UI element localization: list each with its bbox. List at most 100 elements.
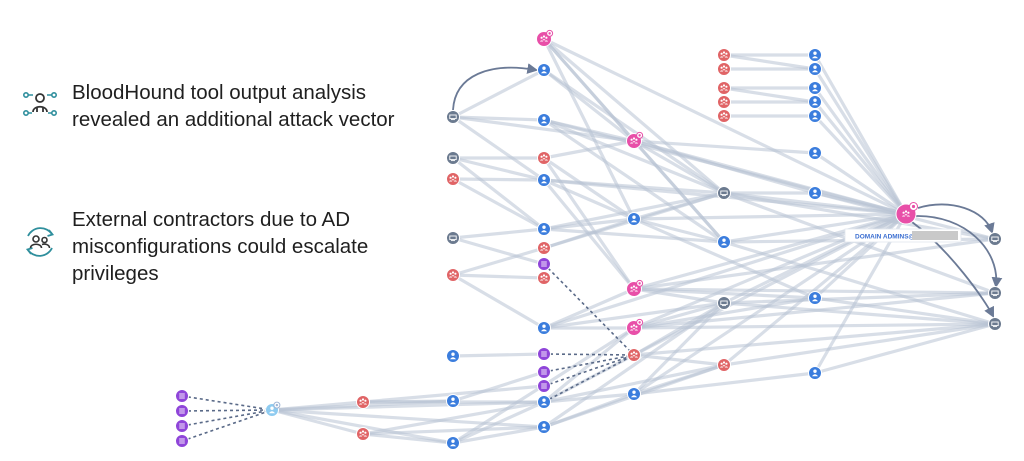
user-node[interactable] [537, 173, 551, 187]
graph-edge [722, 86, 817, 104]
graph-dashed-edge [181, 395, 273, 411]
group-node[interactable] [717, 95, 731, 109]
graph-edge [632, 139, 726, 195]
ou-node[interactable] [175, 434, 189, 448]
bullet-text: External contractors due to AD misconfig… [72, 208, 369, 285]
graph-nodes [175, 29, 1002, 450]
user-node[interactable] [717, 235, 731, 249]
computer-node[interactable] [446, 110, 460, 124]
graph-edge [361, 425, 546, 436]
user-node[interactable] [808, 186, 822, 200]
user-node[interactable] [627, 387, 641, 401]
bullet-text: BloodHound tool output analysis revealed… [72, 81, 395, 131]
user-node[interactable] [808, 366, 822, 380]
admin-group-node[interactable] [626, 318, 644, 336]
group-node[interactable] [717, 109, 731, 123]
graph-edge [361, 400, 546, 436]
graph-edge [632, 371, 817, 396]
user-node[interactable] [808, 109, 822, 123]
graph-edge [813, 322, 997, 375]
user-node[interactable] [537, 113, 551, 127]
user-node[interactable] [537, 222, 551, 236]
group-node[interactable] [717, 358, 731, 372]
graph-edge [451, 177, 546, 182]
admin-group-node[interactable] [536, 29, 554, 47]
user-node[interactable] [537, 321, 551, 335]
graph-edge [451, 246, 546, 277]
group-node[interactable] [356, 427, 370, 441]
graph-edge [542, 118, 726, 244]
user-node[interactable] [808, 146, 822, 160]
graph-edge [632, 322, 997, 357]
user-node[interactable] [627, 212, 641, 226]
user-node[interactable] [537, 63, 551, 77]
computer-node[interactable] [988, 317, 1002, 331]
ou-node[interactable] [175, 389, 189, 403]
graph-edge [451, 156, 546, 182]
graph-edge [722, 191, 997, 295]
group-node[interactable] [537, 241, 551, 255]
group-node[interactable] [717, 62, 731, 76]
graph-edge [451, 425, 546, 445]
graph-dashed-edge [543, 354, 635, 387]
group-node[interactable] [717, 48, 731, 62]
graph-edge [542, 37, 908, 216]
graph-edge [451, 352, 546, 358]
ou-node[interactable] [175, 404, 189, 418]
group-node[interactable] [627, 348, 641, 362]
admin-group-node[interactable] [626, 279, 644, 297]
user-node[interactable] [537, 420, 551, 434]
ou-node[interactable] [537, 257, 551, 271]
admin-group-node[interactable] [626, 131, 644, 149]
graph-arrow [915, 215, 1003, 289]
group-node[interactable] [537, 271, 551, 285]
graph-edge [542, 68, 726, 195]
graph-edge [632, 212, 908, 291]
graph-edge [722, 301, 997, 326]
graph-edge [632, 217, 817, 300]
user-node[interactable] [808, 95, 822, 109]
graph-edge [451, 273, 546, 280]
graph-edge [632, 363, 726, 396]
group-node[interactable] [717, 81, 731, 95]
graph-edges [270, 37, 997, 445]
group-node[interactable] [537, 151, 551, 165]
graph-edge [632, 191, 726, 221]
bullet-contractors: External contractors due to AD misconfig… [22, 206, 442, 287]
group-node[interactable] [446, 268, 460, 282]
user-node[interactable] [446, 349, 460, 363]
computer-node[interactable] [446, 151, 460, 165]
graph-edge [813, 67, 908, 216]
graph-edge [542, 37, 726, 195]
user-node[interactable] [808, 81, 822, 95]
graph-edge [542, 156, 636, 291]
user-node[interactable] [808, 48, 822, 62]
computer-node[interactable] [717, 296, 731, 310]
ou-node[interactable] [537, 379, 551, 393]
graph-edge [632, 322, 997, 330]
graph-edge [361, 432, 455, 445]
graph-edge [451, 400, 546, 445]
graph-dashed-edge [543, 354, 635, 403]
ou-node[interactable] [537, 365, 551, 379]
computer-node[interactable] [717, 186, 731, 200]
user-node[interactable] [446, 394, 460, 408]
group-node[interactable] [356, 395, 370, 409]
bullet-attack-vector: BloodHound tool output analysis revealed… [22, 79, 442, 133]
user-node[interactable] [808, 62, 822, 76]
graph-edge [451, 115, 636, 143]
ou-node[interactable] [537, 347, 551, 361]
user-node[interactable] [537, 395, 551, 409]
computer-node[interactable] [988, 286, 1002, 300]
target-node-label: DOMAIN ADMINS@ [844, 228, 962, 243]
origin-node[interactable] [265, 401, 281, 417]
admin-group-node[interactable] [895, 202, 918, 225]
user-node[interactable] [808, 291, 822, 305]
graph-edge [451, 370, 546, 403]
ou-node[interactable] [175, 419, 189, 433]
graph-edge [542, 392, 636, 404]
computer-node[interactable] [446, 231, 460, 245]
group-node[interactable] [446, 172, 460, 186]
computer-node[interactable] [988, 232, 1002, 246]
user-node[interactable] [446, 436, 460, 450]
